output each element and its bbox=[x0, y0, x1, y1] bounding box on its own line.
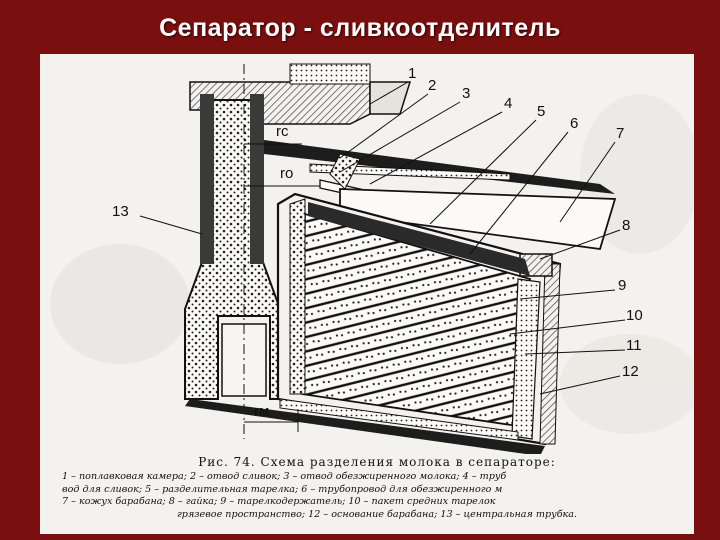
plate-stack bbox=[289, 198, 531, 428]
label-6: 6 bbox=[570, 115, 578, 132]
caption-line-1: 1 – поплавковая камера; 2 – отвод сливок… bbox=[62, 471, 507, 482]
caption-title: Рис. 74. Схема разделения молока в сепар… bbox=[198, 455, 556, 469]
sediment-space bbox=[279, 278, 541, 441]
caption-line-4: грязевое пространство; 12 – основание ба… bbox=[176, 508, 578, 520]
label-rm: rм bbox=[254, 403, 269, 420]
label-9: 9 bbox=[618, 277, 626, 294]
part-labels: 1 2 3 4 5 6 7 8 9 10 11 12 13 rc ro rм bbox=[112, 65, 643, 420]
label-11: 11 bbox=[626, 337, 642, 354]
leader-lines bbox=[139, 81, 626, 395]
label-7: 7 bbox=[616, 125, 624, 142]
label-2: 2 bbox=[428, 77, 436, 94]
label-ro: ro bbox=[280, 165, 293, 182]
separator-diagram: 1 2 3 4 5 6 7 8 9 10 11 12 13 rc ro rм bbox=[50, 63, 694, 454]
label-rc: rc bbox=[276, 123, 289, 140]
label-4: 4 bbox=[504, 95, 512, 112]
label-10: 10 bbox=[626, 307, 643, 324]
radius-markers bbox=[244, 143, 320, 432]
slide-title: Сепаратор - сливкоотделитель bbox=[159, 14, 561, 42]
central-tube bbox=[184, 64, 281, 439]
label-8: 8 bbox=[622, 217, 630, 234]
label-3: 3 bbox=[462, 85, 470, 102]
caption-line-2: вод для сливок; 5 – разделительная тарел… bbox=[62, 483, 503, 495]
figure-caption: Рис. 74. Схема разделения молока в сепар… bbox=[62, 455, 692, 521]
background-texture bbox=[50, 94, 694, 434]
caption-line-3: 7 – кожух барабана; 8 – гайка; 9 – тарел… bbox=[62, 496, 496, 508]
label-12: 12 bbox=[622, 363, 639, 380]
label-5: 5 bbox=[537, 103, 545, 120]
label-13: 13 bbox=[112, 203, 129, 220]
figure-panel: 1 2 3 4 5 6 7 8 9 10 11 12 13 rc ro rм Р… bbox=[40, 54, 694, 534]
label-1: 1 bbox=[408, 65, 416, 82]
